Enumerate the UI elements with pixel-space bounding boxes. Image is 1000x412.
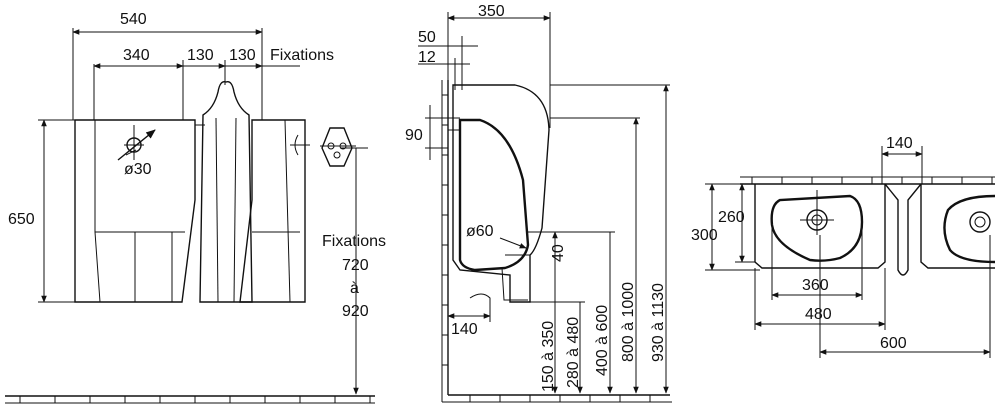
dim-930-1130: 930 à 1130 bbox=[650, 283, 667, 362]
dim-800-1000: 800 à 1000 bbox=[620, 282, 637, 362]
dim-260: 260 bbox=[718, 209, 745, 226]
dim-720: 720 bbox=[342, 257, 369, 274]
fixing-plate bbox=[320, 127, 356, 167]
dim-480: 480 bbox=[805, 306, 832, 323]
dim-340: 340 bbox=[123, 47, 150, 64]
dim-360: 360 bbox=[802, 277, 829, 294]
dim-280-480: 280 à 480 bbox=[565, 317, 582, 388]
top-divider bbox=[884, 183, 922, 276]
dim-920: 920 bbox=[342, 303, 369, 320]
front-dimensions bbox=[38, 28, 368, 395]
dim-400-600: 400 à 600 bbox=[594, 305, 611, 376]
top-view: 140 260 300 360 480 600 bbox=[691, 135, 996, 358]
side-urinal-profile bbox=[448, 84, 550, 303]
dim-650: 650 bbox=[8, 211, 35, 228]
dim-540: 540 bbox=[120, 11, 147, 28]
side-view: 350 50 12 90 ø60 140 40 150 à 350 280 à … bbox=[405, 3, 672, 403]
label-fixations-side: Fixations bbox=[322, 233, 386, 250]
dim-a: à bbox=[350, 280, 359, 297]
dim-150-350: 150 à 350 bbox=[540, 321, 557, 392]
dim-350: 350 bbox=[478, 3, 505, 20]
label-fixations-top: Fixations bbox=[270, 47, 334, 64]
dim-140-gap: 140 bbox=[886, 135, 913, 152]
dim-600: 600 bbox=[880, 335, 907, 352]
top-right-urinal bbox=[920, 184, 996, 269]
front-right-urinal bbox=[239, 119, 310, 303]
dim-300: 300 bbox=[691, 227, 718, 244]
front-floor-hatch bbox=[5, 395, 375, 404]
top-dimensions bbox=[705, 146, 991, 358]
dim-diameter-60: ø60 bbox=[466, 223, 494, 240]
front-divider bbox=[199, 81, 253, 303]
top-wall-hatch bbox=[740, 176, 995, 185]
dim-130-left: 130 bbox=[187, 47, 214, 64]
front-view: 540 340 130 130 Fixations 650 ø30 Fixati… bbox=[5, 11, 386, 404]
dim-diameter-30: ø30 bbox=[124, 161, 152, 178]
dim-40: 40 bbox=[550, 244, 567, 262]
dim-90: 90 bbox=[405, 127, 423, 144]
dim-12: 12 bbox=[418, 49, 436, 66]
side-dimensions bbox=[418, 12, 670, 394]
front-left-urinal bbox=[74, 119, 205, 303]
side-wall-hatch bbox=[441, 80, 672, 403]
dim-140-base: 140 bbox=[451, 321, 478, 338]
front-hole bbox=[117, 125, 156, 161]
dim-50: 50 bbox=[418, 29, 436, 46]
dim-130-right: 130 bbox=[229, 47, 256, 64]
